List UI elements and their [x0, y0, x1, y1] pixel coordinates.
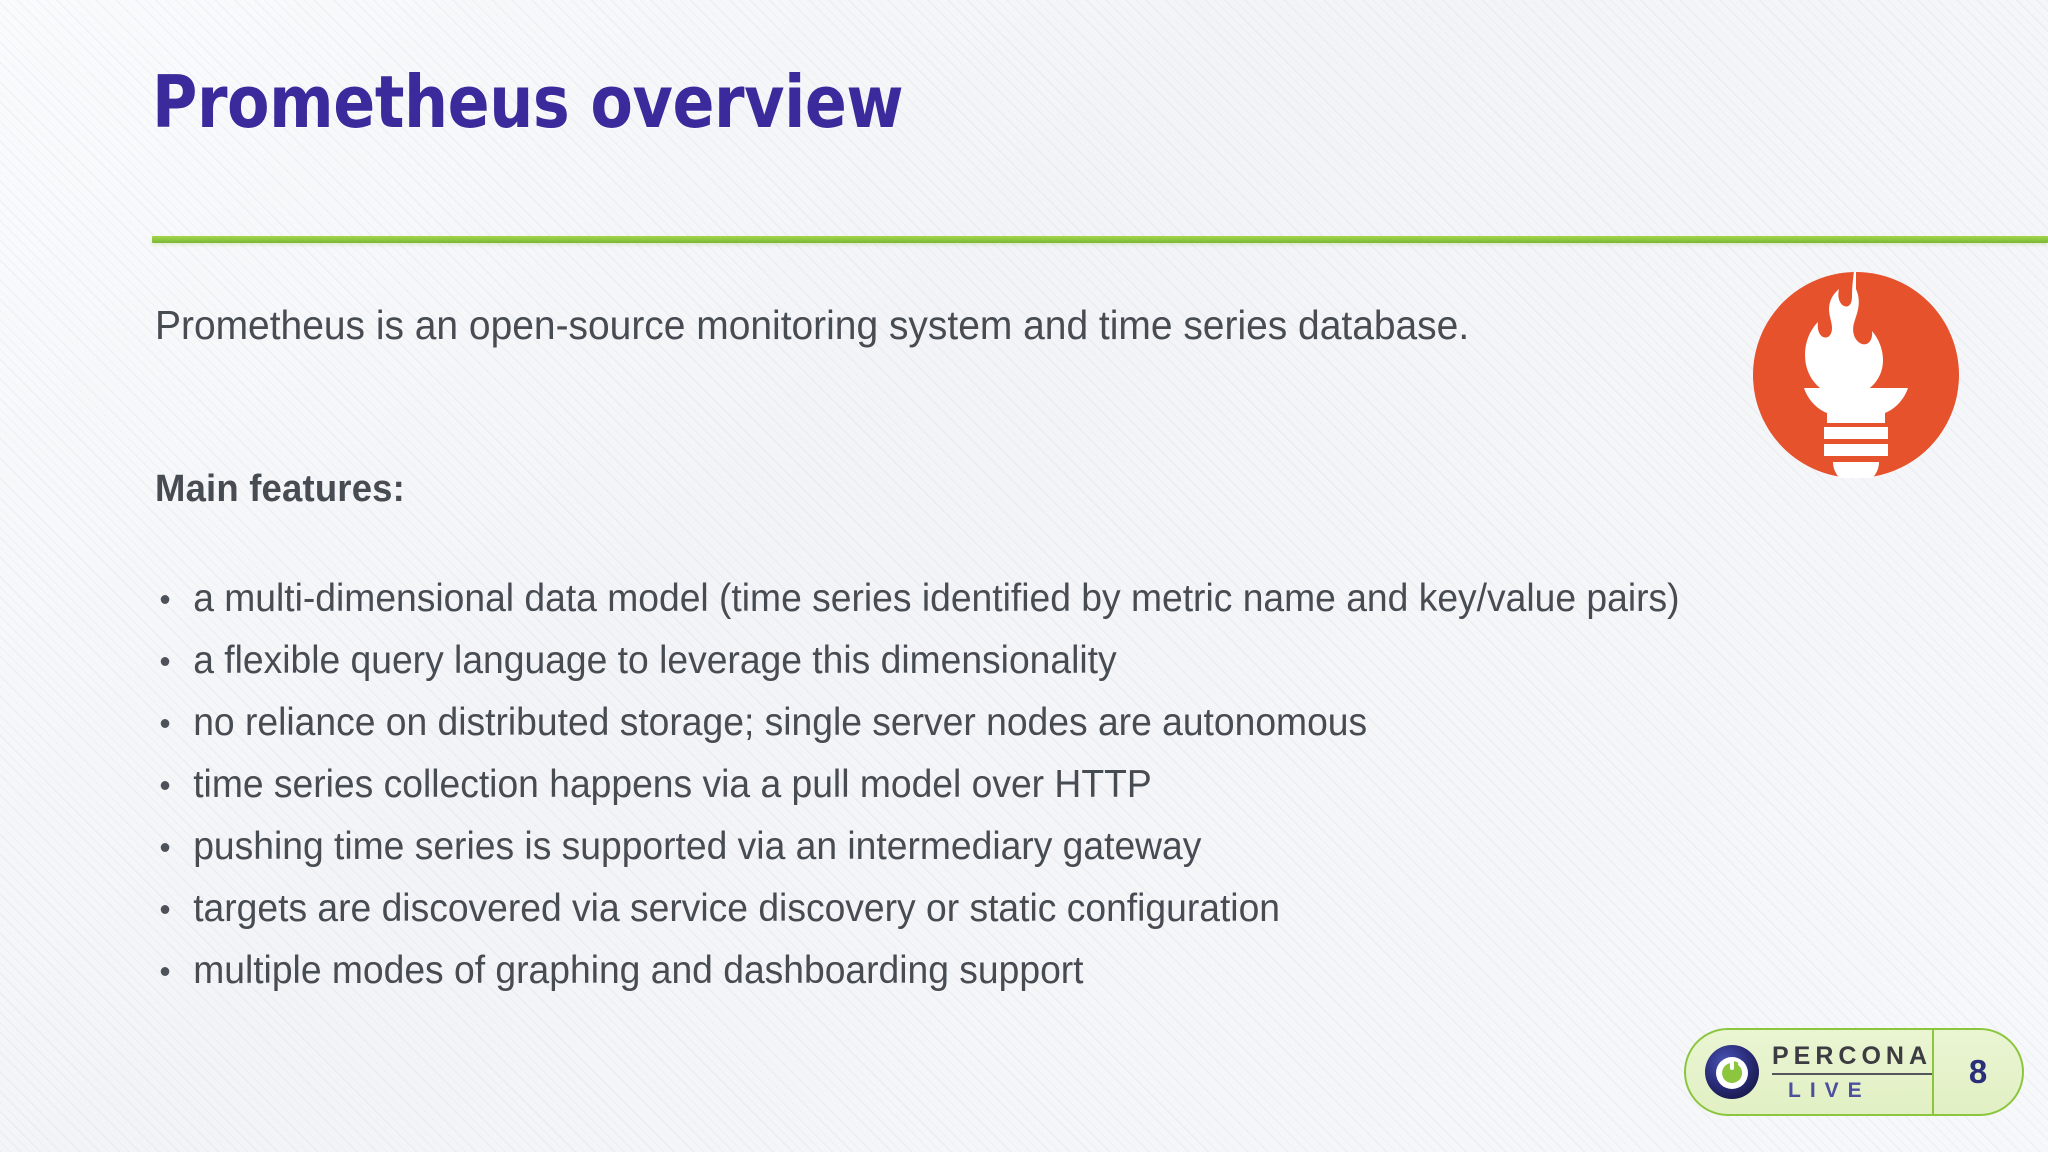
list-item: no reliance on distributed storage; sing…	[155, 692, 1903, 754]
page-number: 8	[1968, 1053, 1988, 1090]
list-item-label: no reliance on distributed storage; sing…	[193, 701, 1368, 744]
intro-paragraph: Prometheus is an open-source monitoring …	[155, 302, 1470, 348]
title-divider-rule	[152, 236, 2048, 243]
percona-sub-brand-text: LIVE	[1788, 1078, 1871, 1102]
percona-power-icon	[1705, 1045, 1759, 1099]
list-item-label: time series collection happens via a pul…	[193, 763, 1152, 806]
list-item-label: pushing time series is supported via an …	[193, 825, 1202, 868]
page-title: Prometheus overview	[152, 60, 904, 144]
list-item-label: a flexible query language to leverage th…	[193, 639, 1117, 682]
percona-brand-text: PERCONA	[1772, 1043, 1933, 1075]
prometheus-logo	[1753, 259, 1959, 485]
bullet-dot-icon	[160, 595, 170, 604]
list-item: a flexible query language to leverage th…	[155, 630, 1903, 692]
page-number-block: 8	[1934, 1030, 2022, 1114]
percona-wordmark: PERCONA LIVE	[1772, 1043, 1933, 1102]
list-item: targets are discovered via service disco…	[155, 878, 1903, 940]
bullet-dot-icon	[160, 967, 170, 976]
list-item: multiple modes of graphing and dashboard…	[155, 940, 1903, 1002]
percona-brand-block: PERCONA LIVE	[1686, 1030, 1935, 1114]
list-item: a multi-dimensional data model (time ser…	[155, 568, 1903, 630]
bullet-dot-icon	[160, 781, 170, 790]
bullet-dot-icon	[160, 905, 170, 914]
bullet-dot-icon	[160, 719, 170, 728]
list-item-label: multiple modes of graphing and dashboard…	[193, 949, 1084, 992]
features-list: a multi-dimensional data model (time ser…	[155, 568, 1985, 1002]
features-heading: Main features:	[155, 468, 406, 510]
list-item: time series collection happens via a pul…	[155, 754, 1903, 816]
bullet-dot-icon	[160, 657, 170, 666]
list-item-label: targets are discovered via service disco…	[193, 887, 1281, 930]
prometheus-torch-icon	[1753, 259, 1959, 485]
list-item-label: a multi-dimensional data model (time ser…	[193, 577, 1680, 620]
percona-live-badge: PERCONA LIVE 8	[1684, 1028, 2024, 1116]
list-item: pushing time series is supported via an …	[155, 816, 1903, 878]
bullet-dot-icon	[160, 843, 170, 852]
